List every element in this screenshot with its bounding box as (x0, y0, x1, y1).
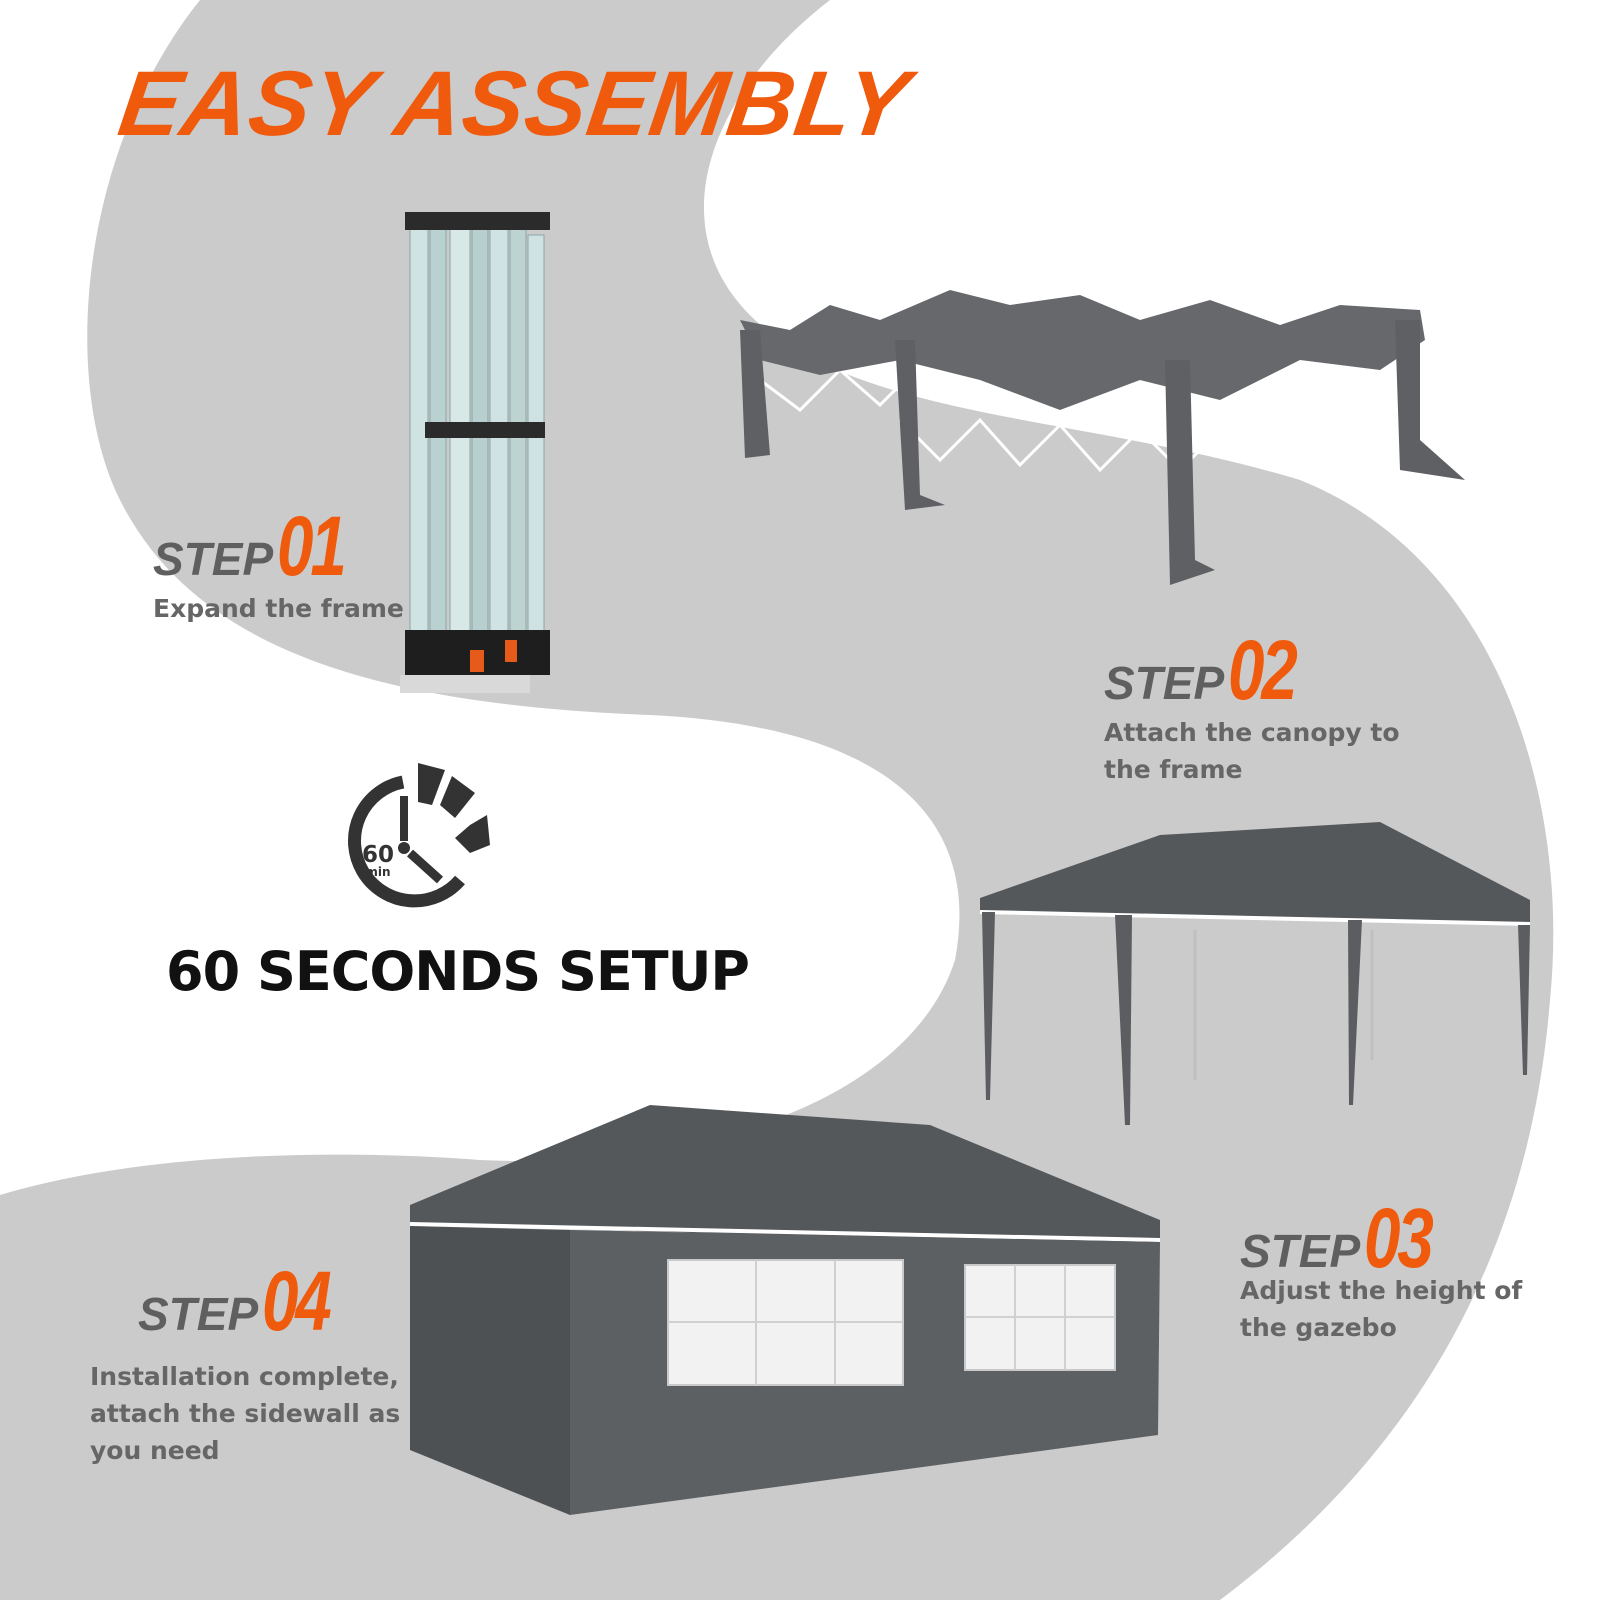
timer-value: 60 (362, 842, 394, 868)
setup-time-caption: 60 SECONDS SETUP (166, 940, 750, 1003)
description-line: Attach the canopy to (1104, 718, 1400, 747)
step-03-description: Adjust the height of the gazebo (1240, 1272, 1522, 1346)
step-number: 02 (1228, 623, 1298, 717)
step-04-heading: STEP04 (138, 1253, 348, 1350)
step-01-description: Expand the frame (153, 594, 404, 623)
step-number: 04 (262, 1254, 332, 1348)
step-02-heading: STEP02 (1104, 622, 1314, 719)
step-number: 03 (1364, 1191, 1434, 1285)
step-label: STEP (153, 533, 274, 585)
description-line: attach the sidewall as (90, 1399, 401, 1428)
step-label: STEP (1104, 657, 1225, 709)
description-line: the gazebo (1240, 1313, 1397, 1342)
description-line: Installation complete, (90, 1362, 399, 1391)
step-04-description: Installation complete, attach the sidewa… (90, 1358, 400, 1469)
timer-unit: min (365, 865, 390, 879)
step-03-heading: STEP03 (1240, 1190, 1450, 1287)
step-01-heading: STEP01 (153, 498, 363, 595)
description-line: you need (90, 1436, 220, 1465)
step-02-description: Attach the canopy to the frame (1104, 714, 1400, 788)
step-label: STEP (1240, 1225, 1361, 1277)
step-number: 01 (277, 499, 347, 593)
description-line: the frame (1104, 755, 1243, 784)
step-label: STEP (138, 1288, 259, 1340)
description-line: Adjust the height of (1240, 1276, 1523, 1305)
